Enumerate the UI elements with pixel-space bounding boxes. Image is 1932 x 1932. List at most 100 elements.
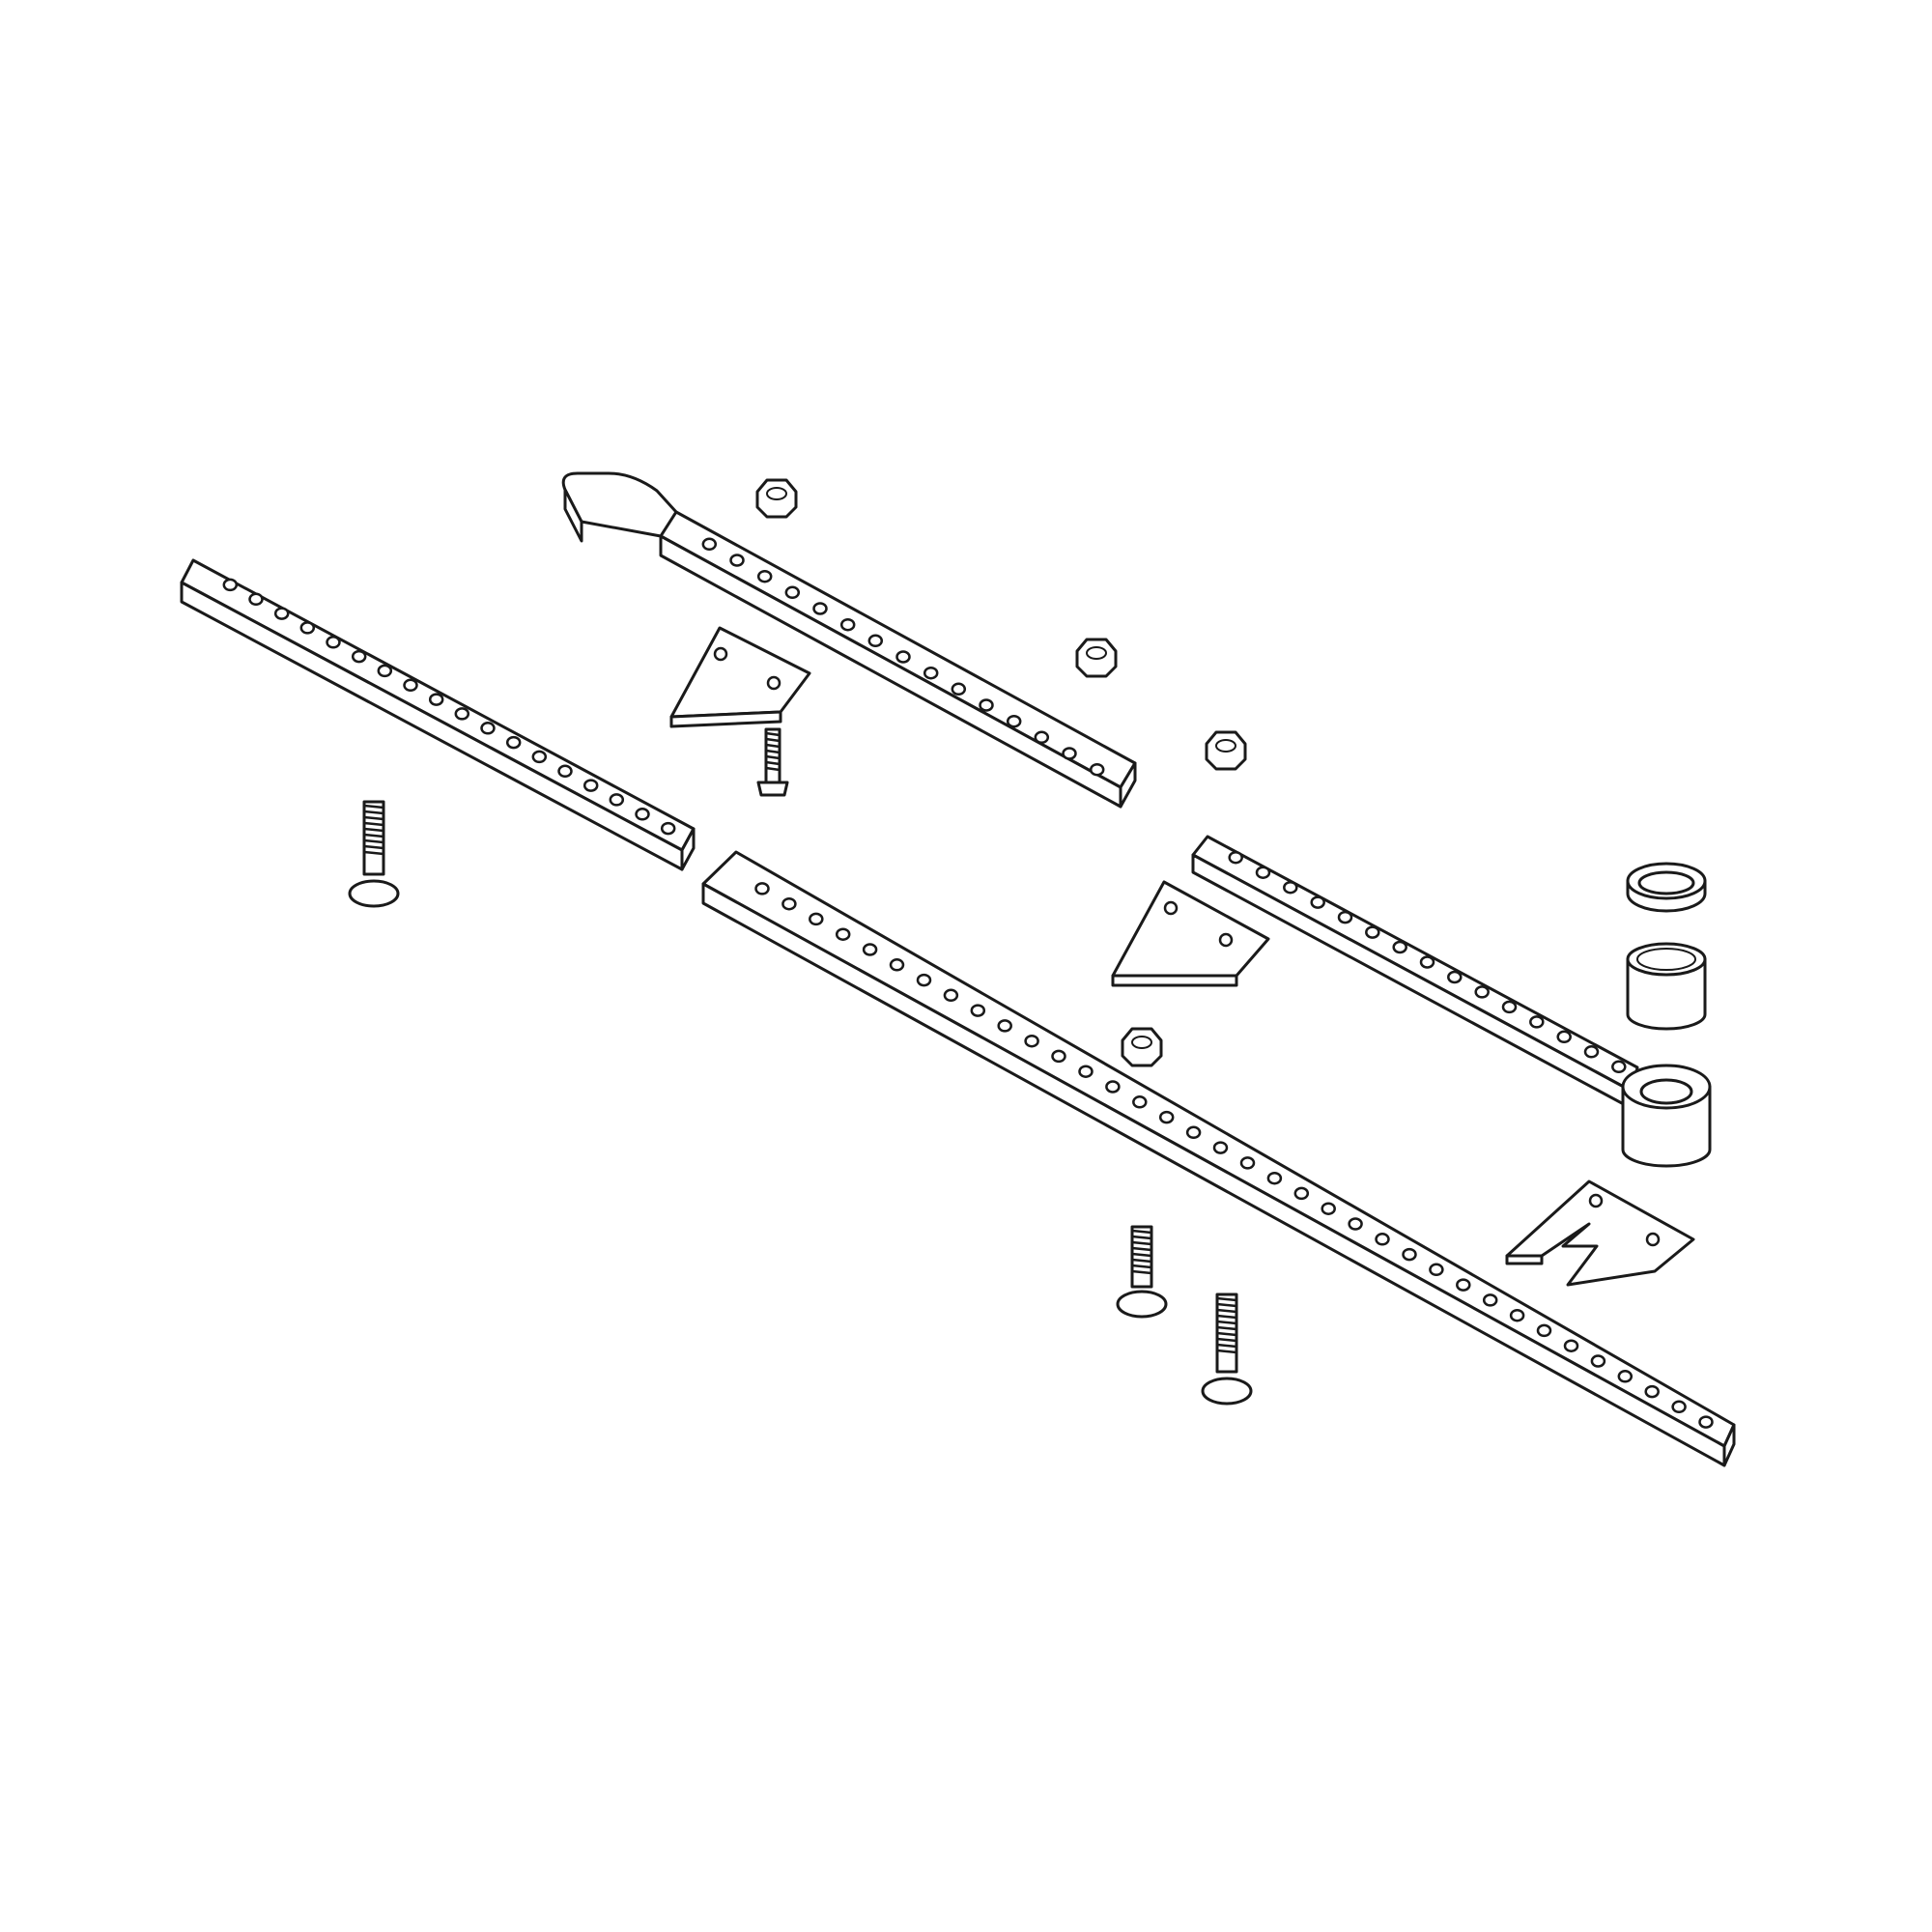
bar-hole bbox=[1158, 1110, 1175, 1124]
bar-hole bbox=[835, 927, 851, 941]
bolt-thread bbox=[363, 833, 384, 838]
bar-hole bbox=[1474, 985, 1490, 999]
bar-hole bbox=[943, 988, 959, 1003]
bar-holes bbox=[222, 578, 676, 836]
bar-hole bbox=[1482, 1293, 1498, 1307]
bar-hole bbox=[839, 617, 856, 632]
bar-hole bbox=[1583, 1045, 1600, 1059]
bolt-thread bbox=[1216, 1302, 1237, 1308]
bar-hole bbox=[403, 678, 418, 693]
bar-hole bbox=[1590, 1354, 1606, 1368]
bar-hole bbox=[299, 621, 316, 635]
bar-hole bbox=[729, 554, 745, 567]
bar-hole bbox=[1365, 925, 1380, 939]
bar-hole bbox=[997, 1019, 1012, 1033]
bar-hole bbox=[1132, 1095, 1148, 1109]
bar-hole bbox=[1239, 1156, 1256, 1170]
bar-hole bbox=[1556, 1030, 1572, 1044]
bar-hole bbox=[351, 649, 367, 664]
needle-bearing bbox=[1626, 942, 1707, 1031]
bar-hole bbox=[895, 650, 911, 664]
bar-hole bbox=[1501, 1000, 1518, 1014]
bar-hole bbox=[781, 896, 797, 911]
bolt-thread bbox=[1216, 1320, 1237, 1325]
bar-hole bbox=[1536, 1323, 1552, 1338]
carriage-bolt-3 bbox=[1201, 1293, 1253, 1406]
bar-hole bbox=[1456, 1278, 1471, 1292]
bar-hole bbox=[1447, 970, 1463, 984]
bar-hole bbox=[1611, 1060, 1627, 1074]
bolt-thread bbox=[1216, 1314, 1237, 1320]
bar-holes bbox=[754, 882, 1714, 1429]
bar-hole bbox=[480, 722, 496, 735]
bar-hole bbox=[862, 943, 878, 956]
knife-section-1 bbox=[669, 626, 811, 728]
carriage-bolt-2 bbox=[1116, 1225, 1168, 1319]
bar-hole bbox=[1024, 1034, 1039, 1048]
bolt-thread bbox=[363, 844, 384, 850]
bar-hole bbox=[1283, 880, 1298, 895]
bolt-thread bbox=[363, 821, 384, 827]
bolt-thread bbox=[363, 810, 384, 815]
bar-hole bbox=[1617, 1370, 1634, 1383]
bolt-thread bbox=[765, 760, 781, 766]
knife-section-notched bbox=[1505, 1179, 1695, 1287]
bar-hole bbox=[326, 636, 341, 649]
bar-hole bbox=[1563, 1339, 1579, 1352]
bar-hole bbox=[609, 793, 625, 807]
bar-hole bbox=[1321, 1202, 1336, 1215]
bolt-small bbox=[756, 727, 789, 797]
bolt-thread bbox=[363, 850, 384, 856]
bolt-thread bbox=[1216, 1308, 1237, 1314]
bolt-thread bbox=[1131, 1229, 1152, 1235]
hex-nut-1 bbox=[755, 478, 798, 519]
bolt-thread bbox=[765, 766, 781, 772]
bar-hole bbox=[377, 664, 393, 678]
bar-hole bbox=[867, 634, 884, 648]
bar-hole bbox=[635, 808, 650, 821]
bolt-thread bbox=[1131, 1264, 1152, 1269]
bar-hole bbox=[1698, 1415, 1714, 1429]
bar-hole bbox=[923, 666, 939, 680]
bar-hole bbox=[812, 602, 828, 615]
bar-holes bbox=[701, 537, 1105, 777]
bar-hole bbox=[1392, 940, 1407, 954]
bar-hole bbox=[222, 578, 239, 592]
bar-hole bbox=[701, 537, 718, 552]
bar-hole bbox=[756, 569, 773, 583]
bar-hole bbox=[1375, 1233, 1390, 1246]
bolt-thread bbox=[1131, 1269, 1152, 1275]
bar-hole bbox=[1348, 1217, 1363, 1231]
bar-hole bbox=[1212, 1141, 1229, 1154]
bar-hole bbox=[1644, 1384, 1660, 1399]
bar-hole bbox=[1034, 730, 1050, 745]
bar-hole bbox=[505, 735, 522, 750]
bar-hole bbox=[1429, 1263, 1444, 1277]
bar-hole bbox=[1062, 747, 1077, 760]
bolt-thread bbox=[1131, 1246, 1152, 1252]
knife-section-2 bbox=[1111, 880, 1270, 987]
washer-ring bbox=[1626, 862, 1707, 913]
bolt-thread bbox=[363, 827, 384, 833]
bolt-thread bbox=[1216, 1349, 1237, 1354]
bar-hole bbox=[248, 592, 264, 607]
bar-hole bbox=[1078, 1065, 1094, 1078]
bolt-thread bbox=[765, 743, 781, 749]
bar-hole bbox=[1089, 762, 1105, 777]
bar-holes bbox=[1228, 850, 1627, 1074]
bolt-thread bbox=[1131, 1235, 1152, 1240]
bar-hole bbox=[1051, 1049, 1066, 1064]
bolt-thread bbox=[765, 731, 781, 737]
hex-nut-4 bbox=[1121, 1027, 1163, 1067]
bolt-thread bbox=[765, 749, 781, 754]
bolt-thread bbox=[1216, 1337, 1237, 1343]
bolt-thread bbox=[363, 838, 384, 844]
bar-hole bbox=[1402, 1247, 1417, 1262]
bar-hole bbox=[454, 707, 470, 721]
bar-hole bbox=[1185, 1125, 1202, 1140]
bolt-thread bbox=[1131, 1240, 1152, 1246]
bushing-eye bbox=[1621, 1064, 1712, 1168]
bar-upper-left bbox=[180, 558, 696, 871]
bolt-thread bbox=[363, 804, 384, 810]
